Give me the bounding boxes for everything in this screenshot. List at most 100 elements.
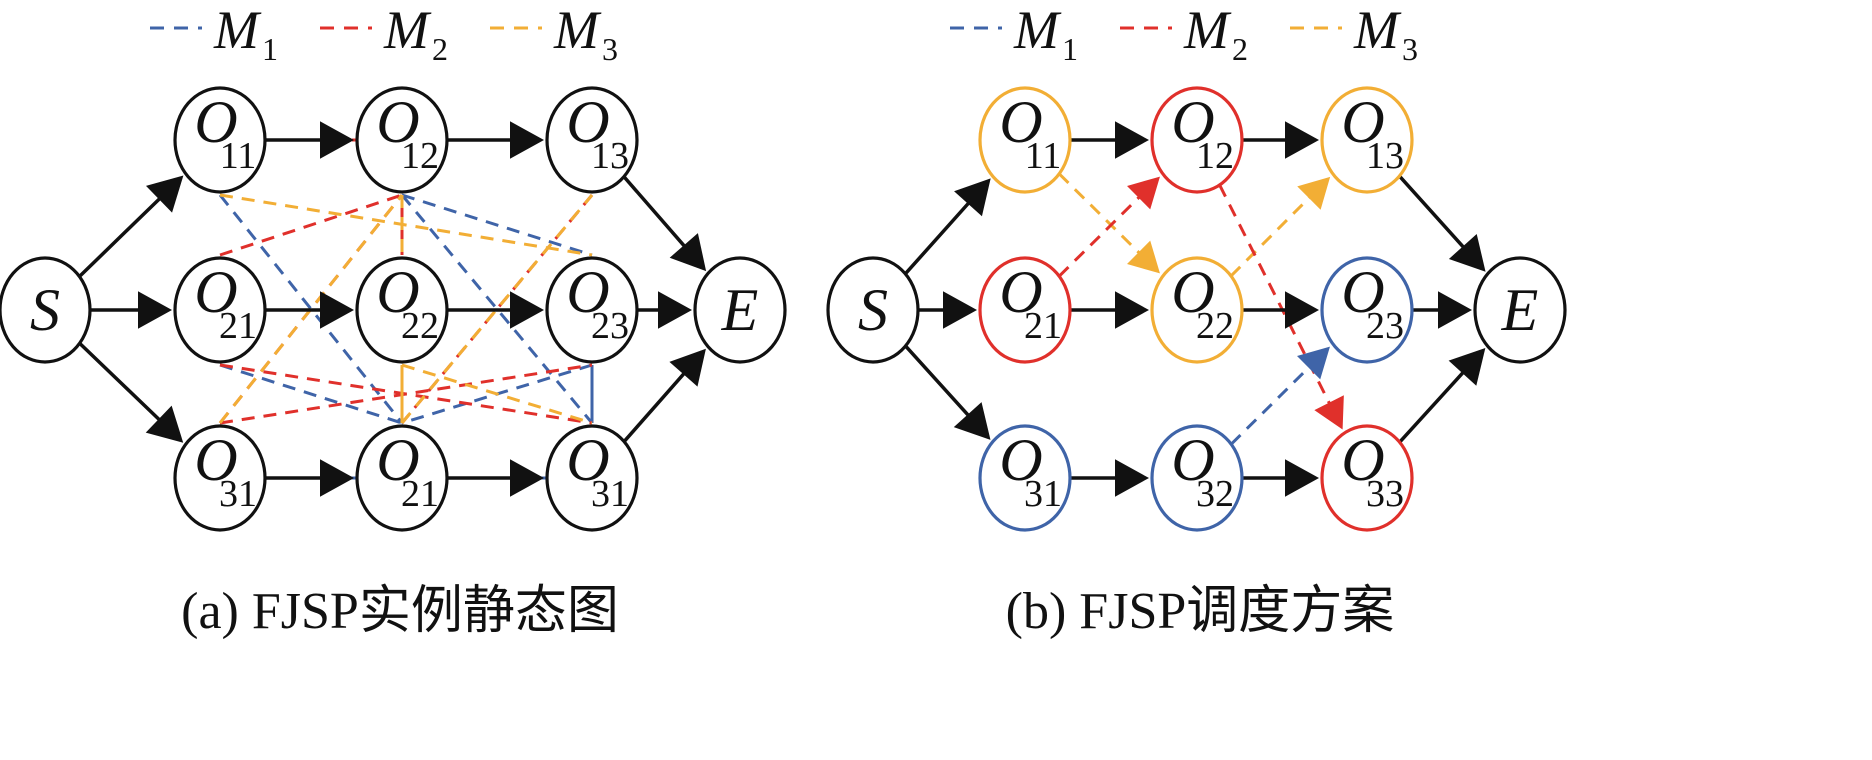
legend-label: M [1183, 0, 1232, 60]
node-label: O [1171, 259, 1214, 325]
node-ellipse [1473, 256, 1567, 364]
node-o12: O12 [355, 86, 449, 194]
precedence-arrowhead [1438, 291, 1472, 329]
node-o31: O31 [978, 424, 1072, 532]
precedence-arrowhead [1115, 291, 1149, 329]
precedence-arrowhead [138, 291, 172, 329]
node-label: O [1341, 259, 1384, 325]
node-o31: O31 [173, 424, 267, 532]
node-o21: O21 [355, 424, 449, 532]
node-ellipse [1150, 256, 1244, 364]
caption-a: (a) FJSP实例静态图 [181, 583, 619, 640]
precedence-arrowhead [320, 121, 354, 159]
node-o13: O13 [545, 86, 639, 194]
node-label: S [30, 277, 60, 343]
node-o23: O23 [1320, 256, 1414, 364]
legend-label: M [213, 0, 262, 60]
node-e: E [1473, 256, 1567, 364]
caption-b: (b) FJSP调度方案 [1006, 583, 1395, 640]
schedule-arrowhead-m3 [1127, 240, 1160, 274]
precedence-arrowhead [1285, 121, 1319, 159]
node-subscript: 31 [591, 473, 629, 515]
schedule-arrowhead-m1 [1297, 346, 1330, 380]
schedule-arrowhead-m2 [1314, 395, 1344, 430]
node-subscript: 32 [1196, 473, 1234, 515]
disjunctive-edge-m1 [401, 193, 593, 257]
precedence-arrowhead [1448, 233, 1486, 272]
node-label: O [566, 259, 609, 325]
node-subscript: 13 [591, 135, 629, 177]
node-ellipse [173, 424, 267, 532]
node-subscript: 33 [1366, 473, 1404, 515]
node-subscript: 31 [1024, 473, 1062, 515]
node-label: O [376, 89, 419, 155]
legend-subscript: 2 [432, 31, 448, 67]
node-ellipse [0, 256, 92, 364]
node-subscript: 21 [401, 473, 439, 515]
node-o12: O12 [1150, 86, 1244, 194]
node-ellipse [1320, 256, 1414, 364]
node-ellipse [545, 424, 639, 532]
precedence-arc [622, 370, 688, 443]
legend-subscript: 3 [602, 31, 618, 67]
node-label: E [721, 277, 759, 343]
precedence-arrowhead [510, 121, 544, 159]
node-ellipse [545, 86, 639, 194]
legend-label: M [1353, 0, 1402, 60]
node-subscript: 22 [1196, 305, 1234, 347]
schedule-arrowhead-m3 [1297, 176, 1331, 210]
node-subscript: 12 [401, 135, 439, 177]
node-o11: O11 [978, 86, 1072, 194]
disjunctive-edge-m1 [400, 194, 594, 424]
node-subscript: 22 [401, 305, 439, 347]
precedence-arc [78, 341, 163, 424]
node-label: O [376, 427, 419, 493]
node-subscript: 11 [1025, 135, 1062, 177]
disjunctive-edge-m3 [218, 194, 404, 424]
schedule-edge-m3 [1229, 194, 1313, 278]
disjunctive-edge-m3 [219, 193, 593, 257]
node-label: O [1341, 427, 1384, 493]
node-subscript: 31 [219, 473, 257, 515]
precedence-arcs [904, 121, 1486, 497]
node-o13: O13 [1320, 86, 1414, 194]
node-label: E [1501, 277, 1539, 343]
precedence-arrowhead [953, 402, 991, 440]
node-o33: O33 [1320, 424, 1414, 532]
legend-label: M [1013, 0, 1062, 60]
precedence-arcs [78, 121, 707, 497]
node-label: O [999, 259, 1042, 325]
node-ellipse [355, 424, 449, 532]
precedence-arrowhead [510, 459, 544, 497]
node-s: S [826, 256, 920, 364]
node-ellipse [826, 256, 920, 364]
node-subscript: 21 [1024, 305, 1062, 347]
disjunctive-edge-m1 [219, 363, 403, 425]
node-subscript: 23 [591, 305, 629, 347]
node-ellipse [1320, 86, 1414, 194]
precedence-arrowhead [943, 291, 977, 329]
legend-label: M [553, 0, 602, 60]
node-ellipse [693, 256, 787, 364]
precedence-arrowhead [510, 291, 544, 329]
node-o21: O21 [173, 256, 267, 364]
legend-subscript: 2 [1232, 31, 1248, 67]
node-label: S [858, 277, 888, 343]
node-o22: O22 [355, 256, 449, 364]
node-s: S [0, 256, 92, 364]
legend-subscript: 1 [1062, 31, 1078, 67]
legend-subscript: 1 [262, 31, 278, 67]
precedence-arrowhead [1115, 459, 1149, 497]
